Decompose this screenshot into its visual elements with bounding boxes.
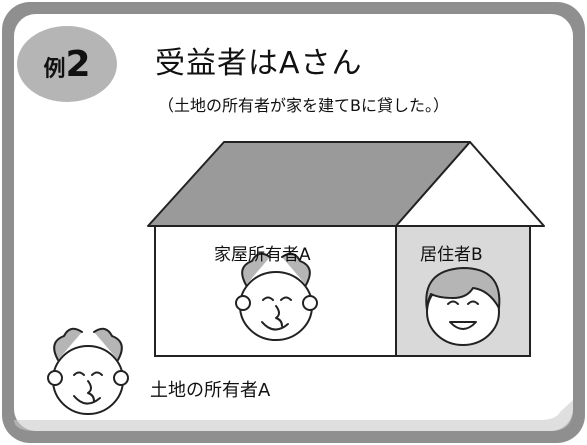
badge-number: 2: [65, 44, 91, 85]
page-title: 受益者はAさん: [155, 46, 363, 81]
land-owner-label: 土地の所有者A: [150, 380, 271, 401]
example-badge-label: 例2: [22, 44, 112, 85]
resident-label: 居住者B: [420, 245, 483, 265]
badge-prefix: 例: [43, 57, 66, 82]
panel-shadow: [14, 400, 573, 431]
owner-face-icon: [235, 252, 318, 341]
resident-face-icon: [425, 267, 501, 346]
land-owner-face-icon: [47, 327, 129, 415]
house-owner-label: 家屋所有者A: [214, 245, 311, 265]
page-subtitle: （土地の所有者が家を建てBに貸した。）: [158, 96, 449, 115]
example-badge: [17, 26, 117, 102]
